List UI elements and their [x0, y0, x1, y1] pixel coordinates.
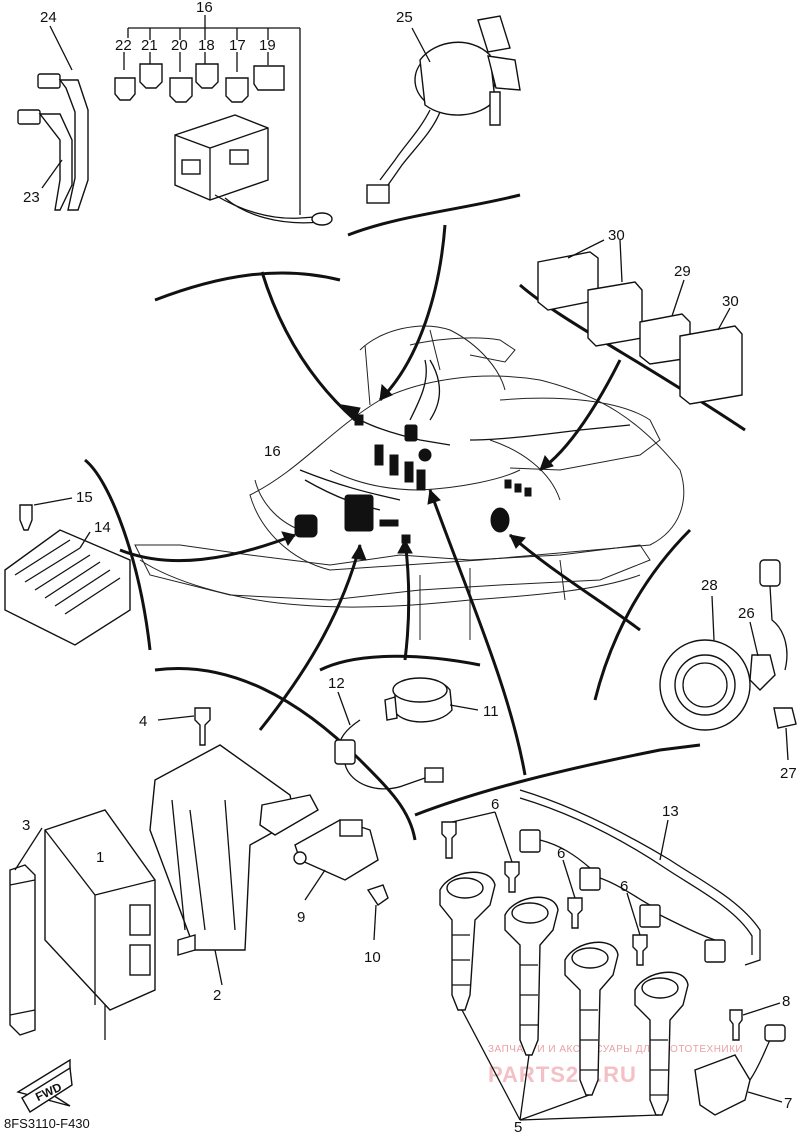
relay-assembly: [537, 239, 743, 405]
pointer-arrows: [119, 224, 641, 776]
cable-band-assembly: [17, 25, 89, 211]
sensor-assembly: [334, 677, 479, 790]
speed-sensor-assembly: [694, 1002, 786, 1116]
callout-3: 3: [22, 817, 30, 834]
forward-arrow-icon: FWD: [16, 1058, 73, 1113]
callout-13: 13: [662, 803, 679, 820]
callout-17: 17: [229, 37, 246, 54]
callout-5: 5: [514, 1119, 522, 1133]
callout-labels: 1 2 3 4 5 6 6 6 7 8 9 10 11 12 13 14 15 …: [22, 0, 797, 1133]
callout-18: 18: [198, 37, 215, 54]
callout-10: 10: [364, 949, 381, 966]
main-switch-assembly: [366, 15, 521, 204]
callout-6c: 6: [620, 878, 628, 895]
fuse-box-assembly: [114, 15, 333, 226]
callout-30b: 30: [722, 293, 739, 310]
ecu-assembly: [9, 707, 389, 1040]
callout-22: 22: [115, 37, 132, 54]
callout-14: 14: [94, 519, 111, 536]
callout-12: 12: [328, 675, 345, 692]
callout-7: 7: [784, 1095, 792, 1112]
callout-30a: 30: [608, 227, 625, 244]
callout-23: 23: [23, 189, 40, 206]
pickup-coil-assembly: [659, 559, 797, 761]
watermark-tagline: ЗАПЧАСТИ И АКСЕССУАРЫ ДЛЯ МОТОТЕХНИКИ: [488, 1044, 743, 1055]
callout-29: 29: [674, 263, 691, 280]
callout-11: 11: [483, 703, 499, 720]
callout-4: 4: [139, 713, 147, 730]
callout-6a: 6: [491, 796, 499, 813]
callout-25: 25: [396, 9, 413, 26]
arc-sensor-group: [319, 654, 481, 672]
watermark-brand: PARTS2U.RU: [488, 1062, 637, 1087]
callout-16-body: 16: [264, 443, 281, 460]
arc-switch-group: [347, 193, 521, 237]
callout-9: 9: [297, 909, 305, 926]
arc-rectifier-group: [84, 458, 152, 651]
figure-code: 8FS3110-F430: [4, 1116, 90, 1131]
rectifier-regulator-assembly: [4, 497, 131, 646]
callout-19: 19: [259, 37, 276, 54]
body-parts-markers: [294, 414, 532, 544]
callout-1: 1: [96, 849, 104, 866]
callout-26: 26: [738, 605, 755, 622]
callout-20: 20: [171, 37, 188, 54]
callout-27: 27: [780, 765, 797, 782]
callout-6b: 6: [557, 845, 565, 862]
callout-24: 24: [40, 9, 57, 26]
arc-pickup-group: [593, 528, 692, 701]
arc-coil-group: [414, 743, 701, 817]
ignition-coil-assembly: [439, 789, 761, 1121]
callout-16-top: 16: [196, 0, 213, 16]
callout-15: 15: [76, 489, 93, 506]
callout-28: 28: [701, 577, 718, 594]
callout-21: 21: [141, 37, 158, 54]
callout-8: 8: [782, 993, 790, 1010]
callout-2: 2: [213, 987, 221, 1004]
arc-fuse-group: [154, 271, 341, 302]
